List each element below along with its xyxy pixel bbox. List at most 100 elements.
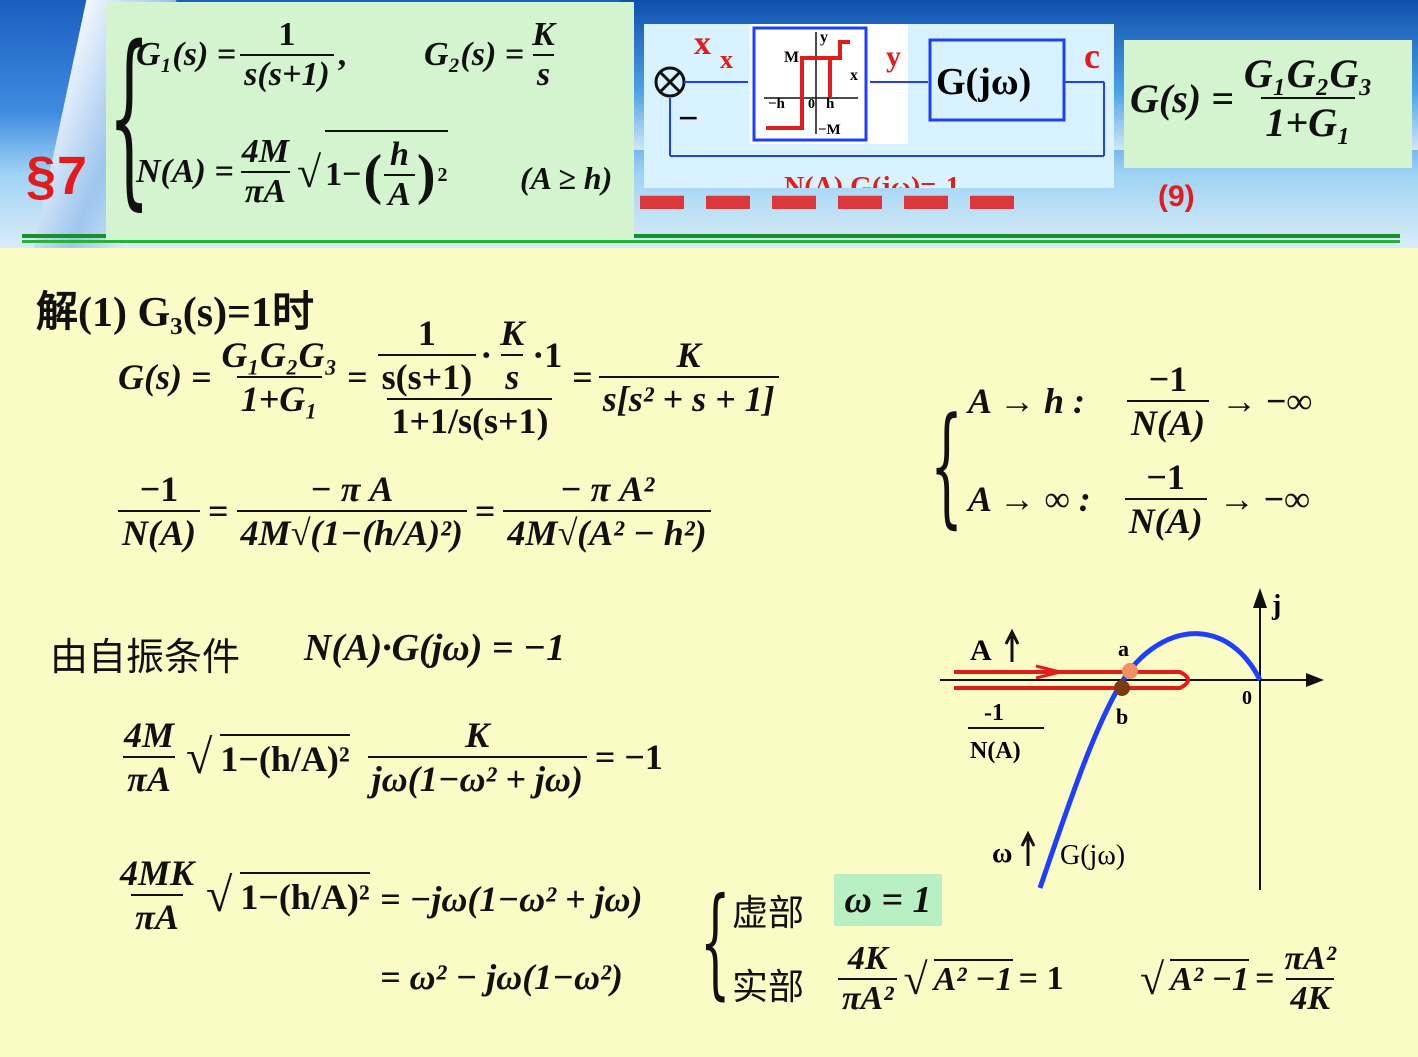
condition-equation: N(A)·G(jω) = −1 <box>304 627 566 669</box>
point-a-label: a <box>1118 636 1129 661</box>
summing-cross <box>658 70 682 94</box>
real-axis-arrow <box>1306 673 1324 687</box>
label-x: x <box>720 45 733 74</box>
eq3-b-num: K <box>465 715 490 755</box>
eq4-line-1: = −jω(1−ω² + jω) <box>380 879 643 919</box>
origin-label: 0 <box>1242 687 1252 709</box>
na-num: 4M <box>241 133 289 170</box>
formula-G2: G₂(s) = K s <box>424 16 559 94</box>
point-b <box>1114 680 1130 696</box>
header-rule <box>22 234 1400 238</box>
label-h: h <box>826 96 835 112</box>
gs-lhs: G(s) = <box>1130 75 1234 121</box>
solution-label: 解(1) G₃(s)=1时 <box>36 290 314 336</box>
label-c: c <box>1084 36 1100 76</box>
label-x-axis: x <box>850 67 858 84</box>
block-diagram-panel: − M y x −h 0 h −M x x y G(jω) c N(A) G(j… <box>644 24 1114 203</box>
plant-label: G(jω) <box>936 61 1031 103</box>
eq2-l-den: N(A) <box>118 510 200 554</box>
imag-part-result: ω = 1 <box>834 874 942 926</box>
label-x-red: x <box>694 25 711 62</box>
real2-root: A² −1 <box>1170 959 1250 998</box>
limit1-lhs: A → h : <box>968 381 1086 421</box>
A-direction-label: A <box>970 634 992 667</box>
na-root-den: A <box>384 174 415 214</box>
eq2-m-num: − π A <box>309 469 394 509</box>
gs-num: G₁G₂G₃ <box>1243 51 1373 96</box>
eq2-r-den: 4M√(A² − h²) <box>503 510 711 554</box>
label-neg-M: −M <box>818 122 841 138</box>
condition-label: 由自振条件 <box>50 635 241 679</box>
real-den: πA² <box>838 978 898 1018</box>
limit2-lhs: A → ∞ : <box>968 479 1091 519</box>
eq4-root: 1−(h/A)² <box>240 872 370 918</box>
page-number: (9) <box>1158 180 1195 213</box>
eq3-a-den: πA <box>123 756 175 800</box>
real-part-label: 实部 <box>732 967 805 1008</box>
na-root-a: 1− <box>325 156 362 193</box>
minus-sign: − <box>678 98 699 138</box>
na-root-exp: 2 <box>437 163 448 186</box>
limit2-rhs: → −∞ <box>1218 479 1310 519</box>
g1-den: s(s+1) <box>240 54 334 94</box>
label-M: M <box>784 49 799 66</box>
na-den: πA <box>240 171 290 211</box>
real-eq: = 1 <box>1018 960 1064 997</box>
formula-G1: G₁(s) = 1 s(s+1) , <box>136 16 347 94</box>
eq1-frac1: G₁G₂G₃ 1+G₁ <box>218 334 342 420</box>
relay-curve <box>766 40 850 130</box>
label-zero: 0 <box>808 97 815 112</box>
eq1-f1-num: G₁G₂G₃ <box>221 335 338 375</box>
closed-loop-panel: G(s) = G₁G₂G₃ 1+G₁ <box>1124 40 1412 168</box>
eq2-r-num: − π A² <box>559 469 655 509</box>
eq1-f2-e: ·1 <box>532 335 563 375</box>
omega-label: ω <box>992 838 1012 869</box>
block-equation: N(A) G(jω)=-1 <box>784 172 960 188</box>
label-y: y <box>886 40 901 73</box>
point-a <box>1122 663 1138 679</box>
label-y-axis: y <box>820 29 828 46</box>
point-b-label: b <box>1116 704 1128 729</box>
gs-formula: G(s) = G₁G₂G₃ 1+G₁ <box>1130 50 1376 146</box>
real-root: A² −1 <box>933 959 1013 998</box>
eq3-rhs: = −1 <box>594 737 663 777</box>
eq3-a-num: 4M <box>124 715 175 755</box>
eq1-f3-den: s[s² + s + 1] <box>598 376 779 420</box>
neg1-den: N(A) <box>970 738 1021 764</box>
na-root-num: h <box>390 136 409 173</box>
sqrt-sign: √ <box>296 147 322 197</box>
eq1-f2-a: 1 <box>417 313 436 353</box>
real2-den: 4K <box>1286 978 1335 1018</box>
describing-function-locus <box>954 670 1190 690</box>
limits-brace: { <box>930 389 964 541</box>
plant-block <box>928 38 1066 122</box>
block-diagram: − M y x −h 0 h −M x x y G(jω) c N(A) G(j… <box>654 24 1105 203</box>
limit2-num: −1 <box>1146 457 1185 497</box>
parts-brace: { <box>700 873 731 1012</box>
eq3-b-den: jω(1−ω² + jω) <box>367 756 587 800</box>
eq1-frac3: K s[s² + s + 1] <box>598 334 779 420</box>
eq1-f1-den: 1+G₁ <box>236 376 322 420</box>
imag-axis-arrow <box>1253 588 1267 608</box>
A-direction-arrow <box>1004 628 1020 662</box>
neg1-num: -1 <box>984 700 1004 726</box>
eq1-f2-b: s(s+1) <box>377 354 477 398</box>
limit1-rhs: → −∞ <box>1221 381 1313 421</box>
header-rule-2 <box>22 240 1400 243</box>
g2-frac: K s <box>528 16 559 94</box>
eq4-a-num: 4MK <box>120 853 195 893</box>
eq1-f2-d: s <box>501 354 524 398</box>
real-num: 4K <box>847 940 888 977</box>
limit1-num: −1 <box>1148 359 1188 399</box>
